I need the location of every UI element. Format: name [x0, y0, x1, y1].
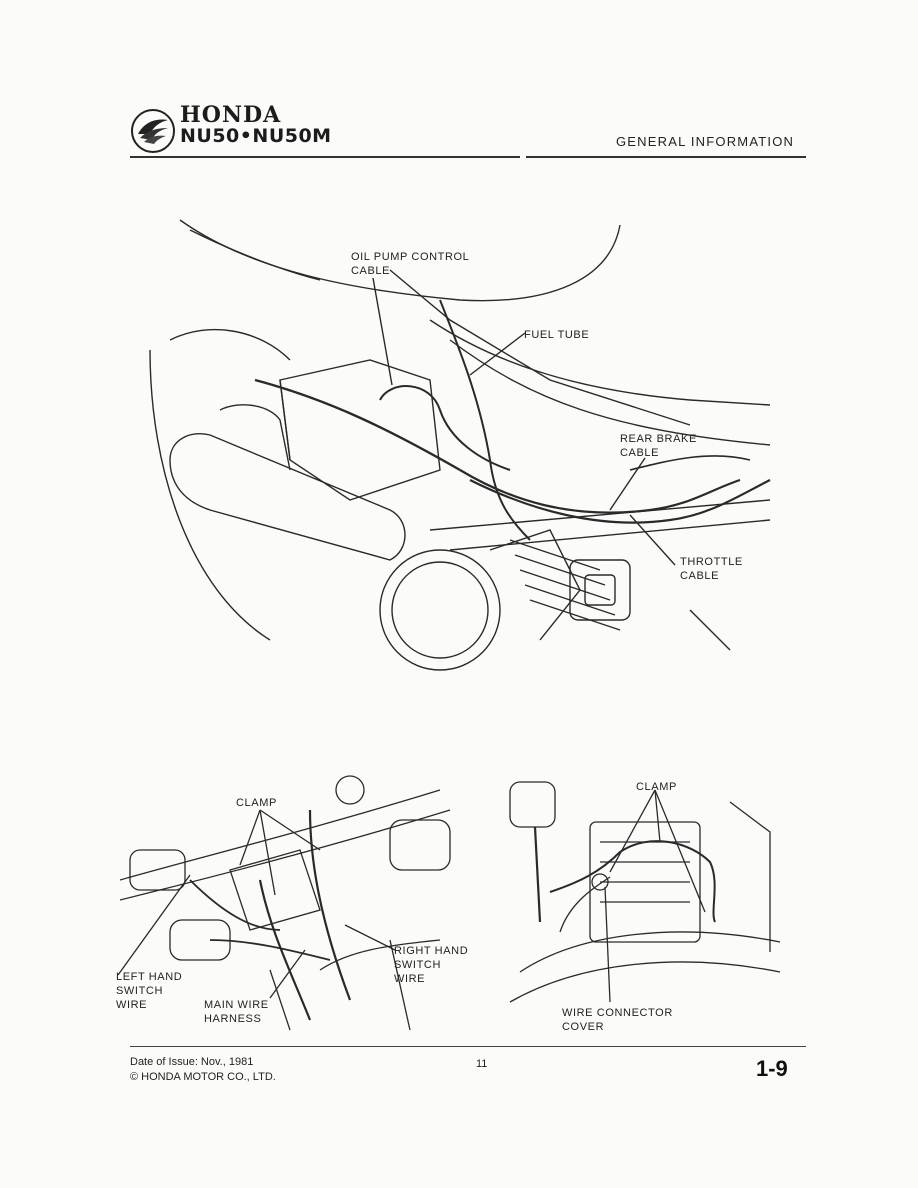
honda-wing-icon: [131, 109, 175, 153]
page-number: 1-9: [756, 1056, 788, 1081]
footer-rule: [130, 1046, 806, 1047]
label-clamp-right: CLAMP: [636, 781, 677, 793]
issue-date: Date of Issue: Nov., 1981: [130, 1056, 254, 1068]
headlight-wiring-illustration: [509, 781, 781, 1003]
label-rear-brake-cable: REAR BRAKE CABLE: [620, 433, 697, 459]
header-rule: [130, 156, 806, 158]
label-right-hand-switch-wire: RIGHT HAND SWITCH WIRE: [394, 945, 469, 985]
engine-cable-illustration: [149, 219, 771, 671]
sheet-number: 11: [476, 1058, 488, 1070]
label-wire-connector-cover: WIRE CONNECTOR COVER: [562, 1007, 673, 1033]
brand-logo-text: HONDA: [180, 102, 282, 128]
section-title: GENERAL INFORMATION: [616, 134, 795, 149]
copyright: © HONDA MOTOR CO., LTD.: [130, 1071, 276, 1083]
label-throttle-cable: THROTTLE CABLE: [680, 556, 743, 582]
label-fuel-tube: FUEL TUBE: [524, 329, 590, 341]
label-oil-pump-control-cable: OIL PUMP CONTROL CABLE: [351, 251, 470, 277]
handlebar-wiring-illustration: [117, 775, 451, 1031]
label-main-wire-harness: MAIN WIRE HARNESS: [204, 999, 269, 1025]
model-name: NU50•NU50M: [180, 125, 332, 147]
label-clamp-left: CLAMP: [236, 797, 277, 809]
label-left-hand-switch-wire: LEFT HAND SWITCH WIRE: [116, 971, 183, 1011]
